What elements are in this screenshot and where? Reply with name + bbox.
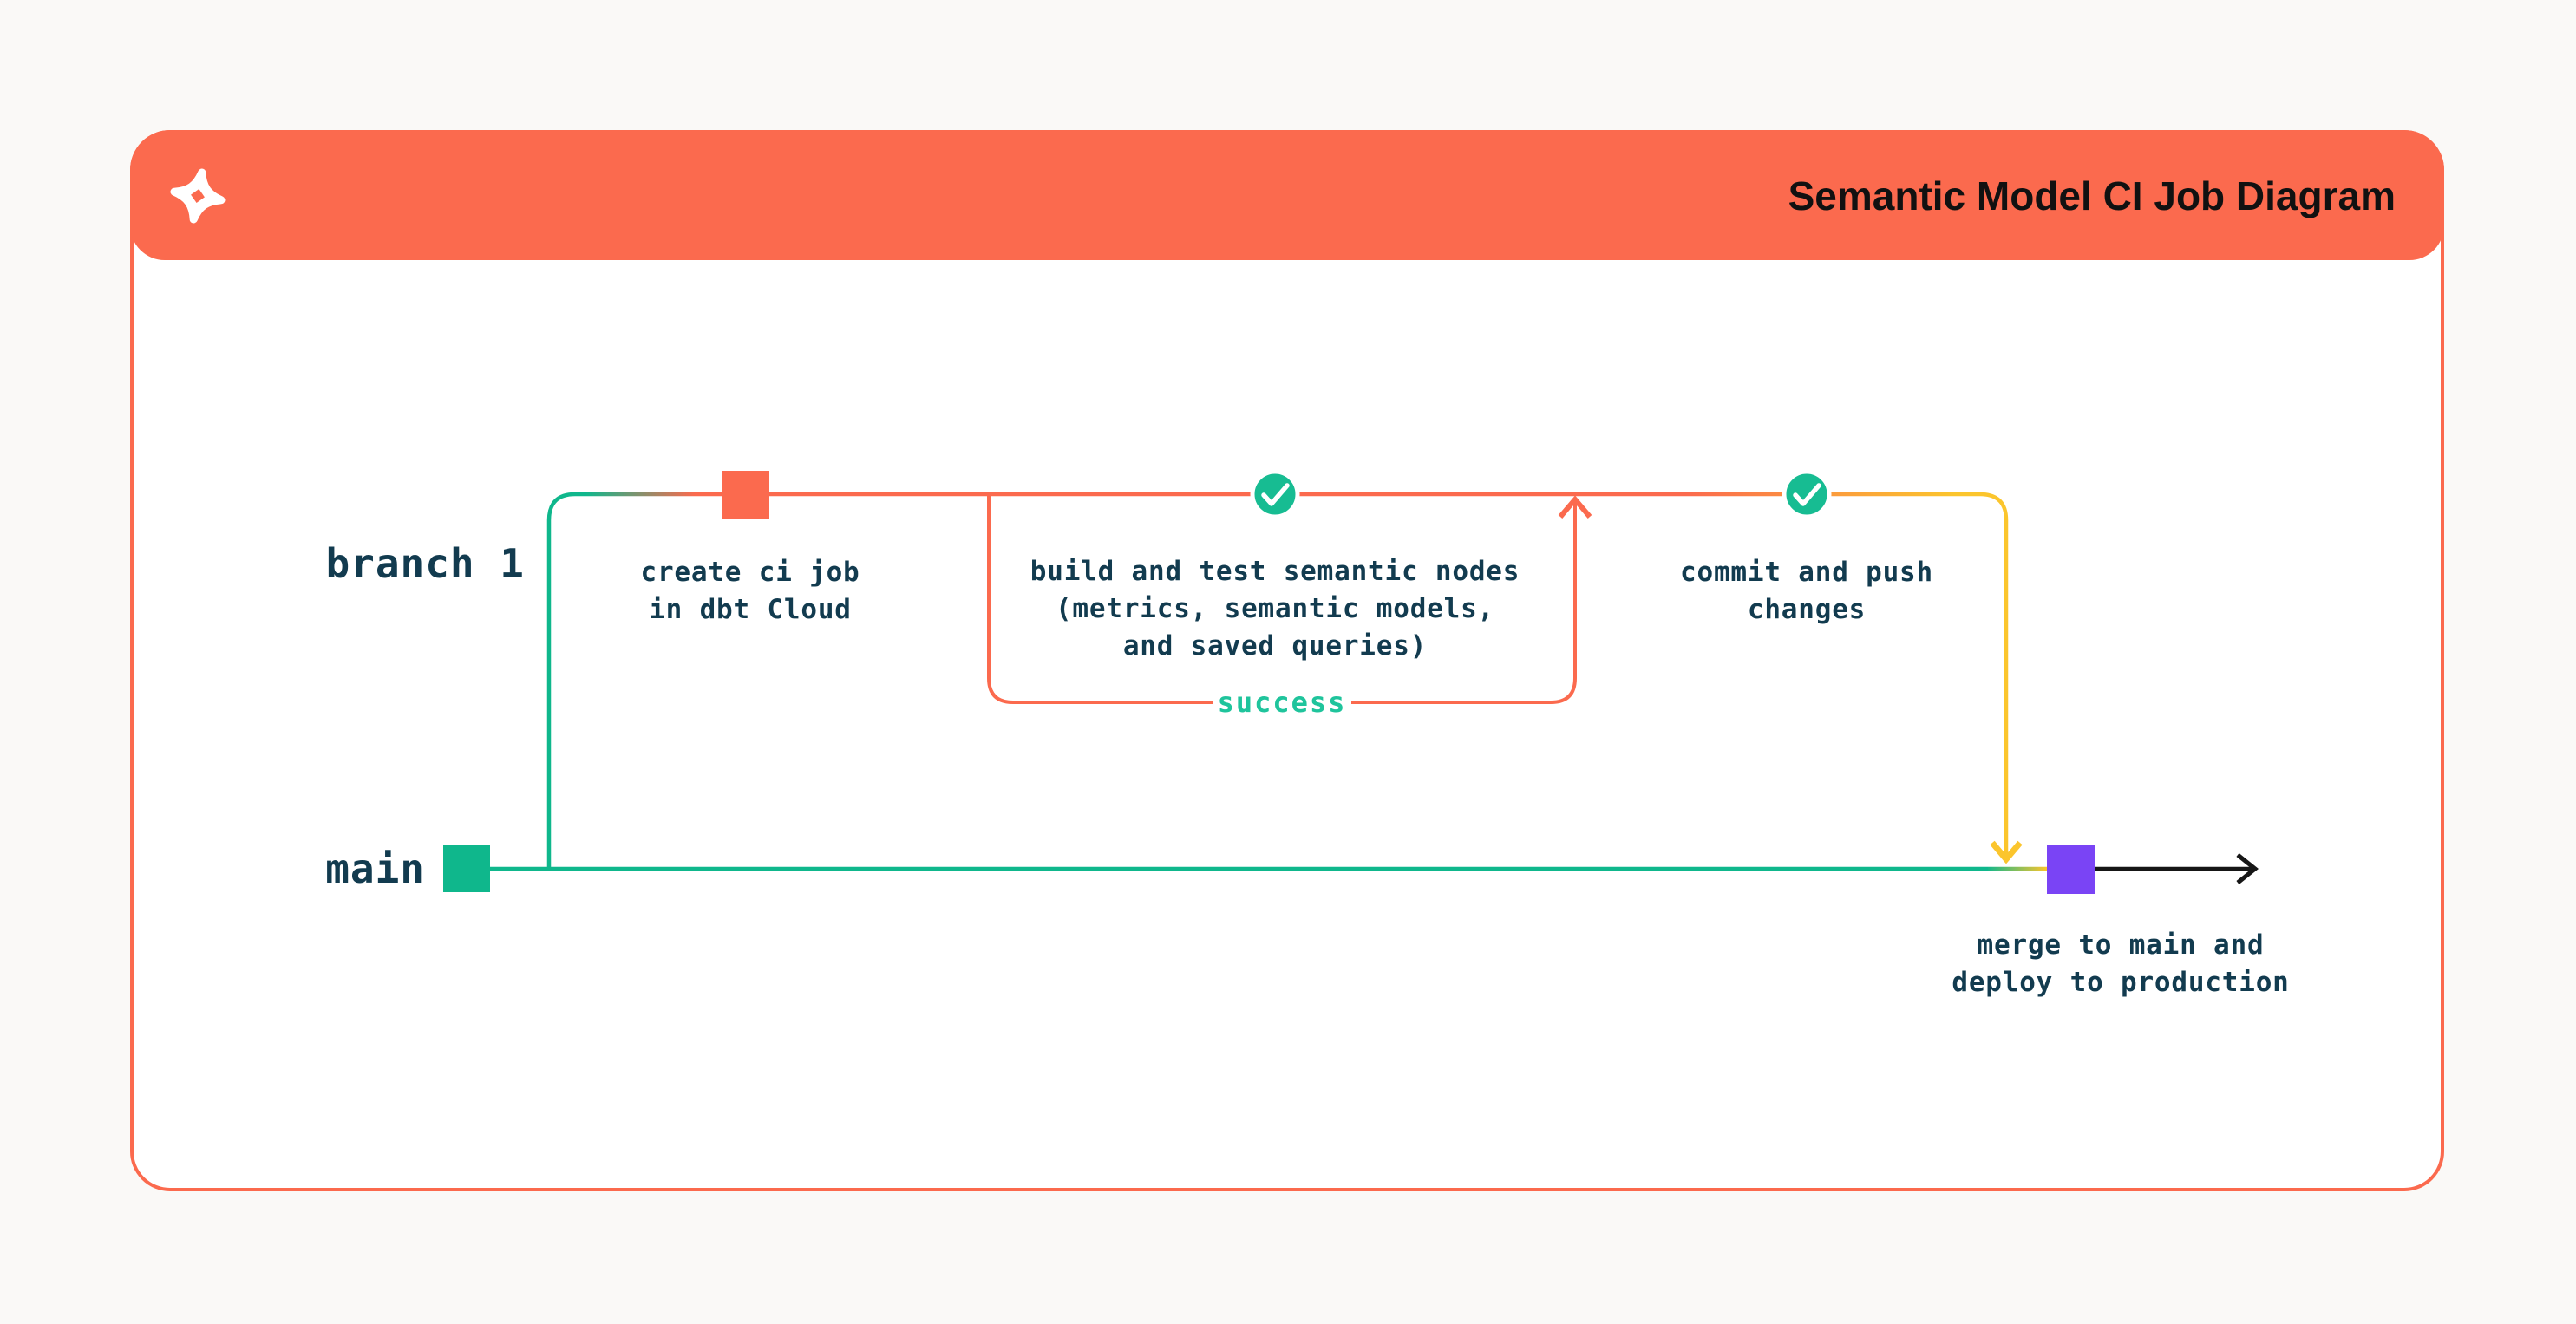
merge-down-arrowhead-icon [1990, 840, 2023, 864]
production-arrowhead-icon [2236, 853, 2259, 884]
check-circle-commit-icon [1782, 469, 1832, 519]
ci-loop-right [1351, 501, 1577, 704]
branch-1-label: branch 1 [325, 540, 525, 587]
build-test-label: build and test semantic nodes (metrics, … [1030, 556, 1520, 662]
dbt-logo-icon [165, 163, 231, 229]
initial-commit-square [443, 845, 490, 892]
success-label: success [1217, 686, 1347, 719]
header-bar [130, 130, 2444, 260]
create-ci-job-label: create ci job in dbt Cloud [640, 557, 860, 625]
success-up-arrowhead-icon [1558, 495, 1592, 519]
page-title: Semantic Model CI Job Diagram [1788, 173, 2396, 218]
create-ci-commit-square [722, 471, 769, 519]
diagram-card [130, 130, 2444, 1191]
feature-branch-line [546, 492, 2009, 867]
main-label: main [325, 845, 425, 892]
merge-deploy-label: merge to main and deploy to production [1952, 929, 2290, 998]
ci-loop-left [987, 496, 1213, 704]
check-circle-build-icon [1250, 469, 1300, 519]
commit-push-label: commit and push changes [1680, 557, 1933, 625]
merge-commit-square [2047, 845, 2095, 894]
